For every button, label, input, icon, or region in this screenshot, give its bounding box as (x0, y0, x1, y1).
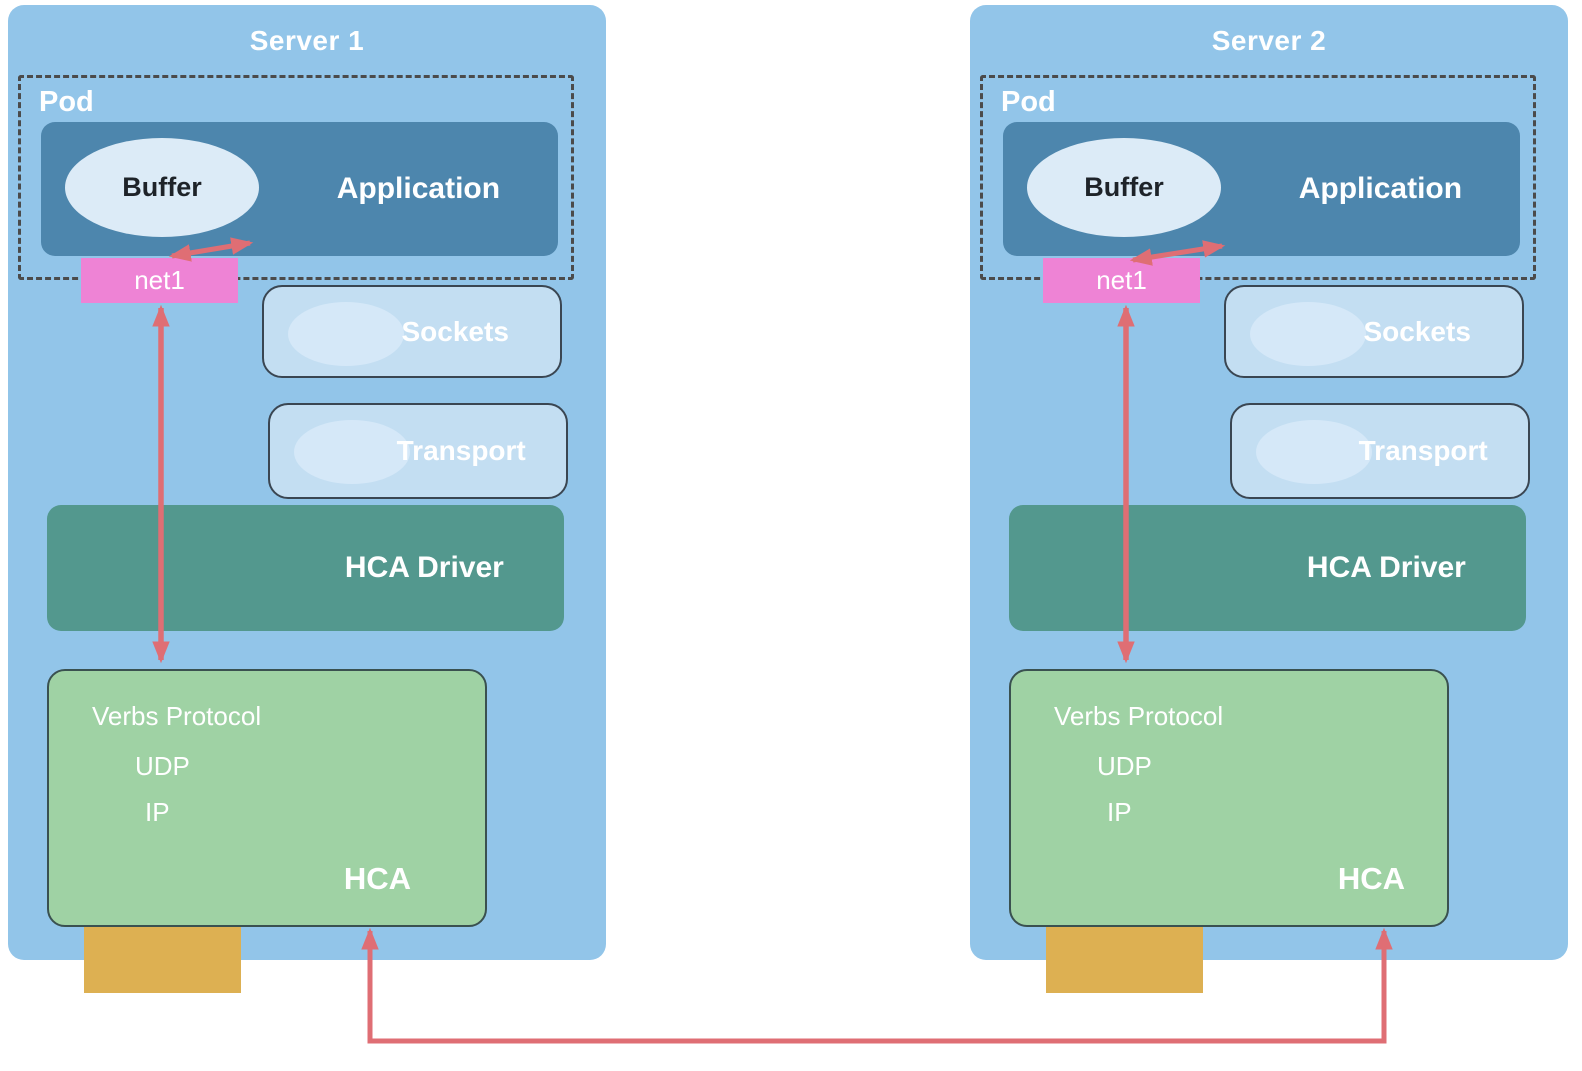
application-label: Application (336, 172, 501, 205)
server-title: Server 1 (249, 25, 365, 56)
verbs-protocol-label: Verbs Protocol (92, 701, 262, 731)
nic-port (84, 921, 241, 993)
pod-container: Pod (18, 75, 574, 280)
transport-ellipse (294, 420, 410, 484)
application-box: Buffer Application (41, 122, 558, 256)
pod-label: Pod (1001, 86, 1056, 118)
hca-driver-label: HCA Driver (1306, 551, 1466, 584)
buffer-label: Buffer (122, 172, 202, 202)
sockets-label: Sockets (1363, 315, 1471, 347)
buffer-ellipse: Buffer (65, 138, 259, 237)
transport-box: Transport (1230, 403, 1530, 499)
server-2-panel: Server 2 Pod Buffer Application net1 Soc… (970, 5, 1568, 993)
hca-box: Verbs Protocol UDP IP HCA (47, 669, 487, 927)
sockets-box: Sockets (262, 285, 562, 378)
hca-label: HCA (343, 861, 411, 896)
pod-label: Pod (39, 86, 94, 118)
net1-label: net1 (1096, 265, 1147, 295)
ip-label: IP (1107, 797, 1132, 827)
sockets-label: Sockets (401, 315, 509, 347)
transport-box: Transport (268, 403, 568, 499)
application-box: Buffer Application (1003, 122, 1520, 256)
udp-label: UDP (1097, 751, 1152, 781)
hca-driver-box: HCA Driver (1009, 505, 1526, 631)
sockets-box: Sockets (1224, 285, 1524, 378)
net1-label: net1 (134, 265, 185, 295)
verbs-protocol-label: Verbs Protocol (1054, 701, 1224, 731)
hca-label: HCA (1337, 861, 1405, 896)
nic-port (1046, 921, 1203, 993)
transport-ellipse (1256, 420, 1372, 484)
sockets-ellipse (288, 302, 404, 366)
buffer-label: Buffer (1084, 172, 1164, 202)
udp-label: UDP (135, 751, 190, 781)
transport-label: Transport (396, 435, 526, 466)
buffer-ellipse: Buffer (1027, 138, 1221, 237)
application-label: Application (1298, 172, 1463, 205)
sockets-ellipse (1250, 302, 1366, 366)
transport-label: Transport (1358, 435, 1488, 466)
pod-container: Pod (980, 75, 1536, 280)
net1-interface: net1 (1043, 258, 1200, 303)
hca-driver-box: HCA Driver (47, 505, 564, 631)
hca-box: Verbs Protocol UDP IP HCA (1009, 669, 1449, 927)
server-1-panel: Server 1 Pod Buffer Application net1 Soc… (8, 5, 606, 993)
hca-driver-label: HCA Driver (344, 551, 504, 584)
ip-label: IP (145, 797, 170, 827)
net1-interface: net1 (81, 258, 238, 303)
server-title: Server 2 (1211, 25, 1327, 56)
